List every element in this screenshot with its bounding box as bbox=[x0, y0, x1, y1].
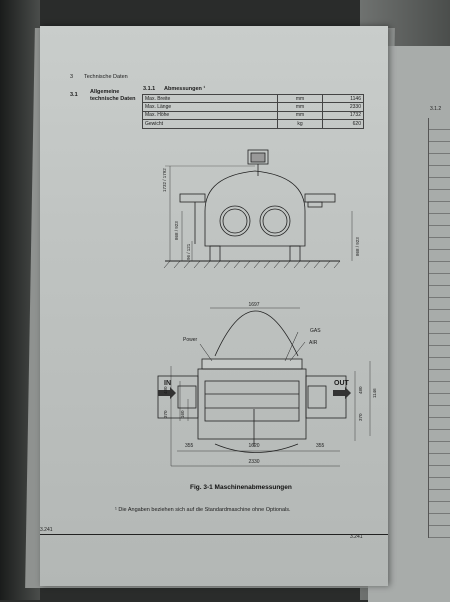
dim-868-923-left: 868 / 923 bbox=[174, 221, 179, 240]
dim-1697: 1697 bbox=[248, 302, 259, 308]
table-cell-value: 620 bbox=[322, 119, 364, 129]
out-arrow-icon bbox=[333, 387, 351, 399]
section-title-line2: technische Daten bbox=[90, 96, 136, 102]
subsection-number: 3.1.1 bbox=[143, 86, 156, 92]
dim-355-right: 355 bbox=[316, 443, 325, 449]
front-view-drawing bbox=[163, 149, 353, 269]
dim-370-right: 370 bbox=[358, 413, 363, 421]
dim-868-923-right: 868 / 923 bbox=[355, 237, 360, 256]
in-arrow-icon bbox=[158, 387, 176, 399]
footnote: ¹ Die Angaben beziehen sich auf die Stan… bbox=[115, 507, 291, 513]
page-number-left: 3.241 bbox=[40, 527, 53, 533]
table-row: Gewicht kg 620 bbox=[142, 119, 364, 129]
label-in: IN bbox=[164, 380, 171, 387]
machine-drawing: 1732 / 1792 868 / 923 96 / 121 868 / 923 bbox=[157, 149, 377, 467]
dimensions-table: Max. Breite mm 1146 Max. Länge mm 2330 M… bbox=[142, 93, 364, 129]
dim-160: 160 bbox=[180, 410, 185, 418]
dim-1732-1792: 1732 / 1792 bbox=[162, 168, 167, 192]
dim-355-left: 355 bbox=[185, 443, 194, 449]
dim-96-121: 96 / 121 bbox=[186, 243, 191, 260]
subsection-title: Abmessungen ¹ bbox=[164, 86, 206, 92]
figure-caption: Fig. 3-1 Maschinenabmessungen bbox=[190, 484, 292, 491]
footer-rule bbox=[40, 534, 388, 535]
label-power: Power bbox=[183, 337, 198, 343]
dim-2330: 2330 bbox=[248, 459, 259, 465]
dim-480-left: 480 bbox=[163, 386, 168, 394]
dim-1146: 1146 bbox=[372, 388, 377, 398]
label-air: AIR bbox=[309, 340, 318, 346]
dim-480-right: 480 bbox=[358, 386, 363, 394]
page-number-right: 3.241 bbox=[350, 534, 363, 540]
document-page: 3 Technische Daten 3.1 Allgemeine techni… bbox=[40, 26, 388, 586]
dim-370-left: 370 bbox=[163, 410, 168, 418]
label-out: OUT bbox=[334, 380, 350, 387]
section-title-line1: Allgemeine bbox=[90, 89, 120, 95]
label-gas: GAS bbox=[310, 328, 321, 334]
section-number: 3.1 bbox=[70, 92, 78, 98]
chapter-title: Technische Daten bbox=[84, 74, 128, 80]
right-page-table-lines bbox=[428, 118, 450, 538]
chapter-number: 3 bbox=[70, 74, 74, 80]
dim-1620: 1620 bbox=[248, 443, 259, 449]
right-page-section-num: 3.1.2 bbox=[430, 106, 442, 112]
